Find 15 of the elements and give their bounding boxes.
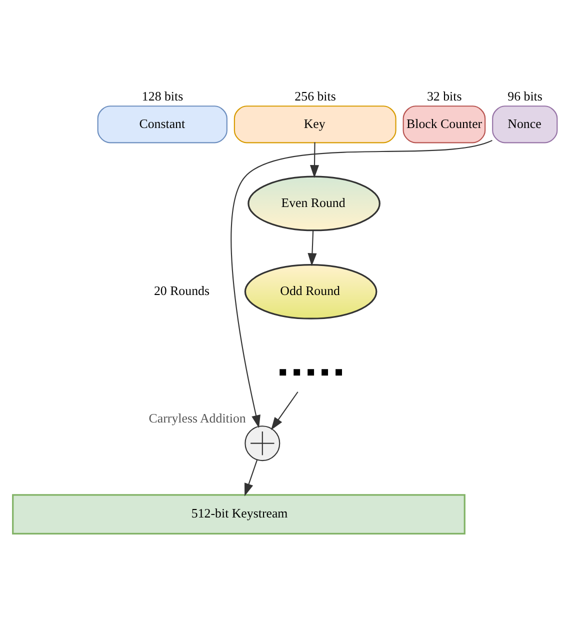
label: 20 Rounds (154, 284, 210, 298)
node-box: 512-bit Keystream (12, 494, 466, 534)
node-circle (244, 426, 280, 462)
node-label: 256 bits (294, 89, 336, 104)
arrow (230, 140, 492, 428)
node-label: 96 bits (508, 89, 542, 104)
arrow (308, 230, 317, 266)
node-label: Carryless Addition (148, 411, 246, 426)
arrow (310, 142, 320, 178)
node-ellipse: Odd Round (244, 264, 378, 320)
node-label: 128 bits (142, 89, 184, 104)
arrow (244, 460, 258, 496)
node-ellipse: Even Round (248, 176, 380, 232)
arrow (270, 392, 298, 430)
node-label: 32 bits (426, 89, 462, 104)
